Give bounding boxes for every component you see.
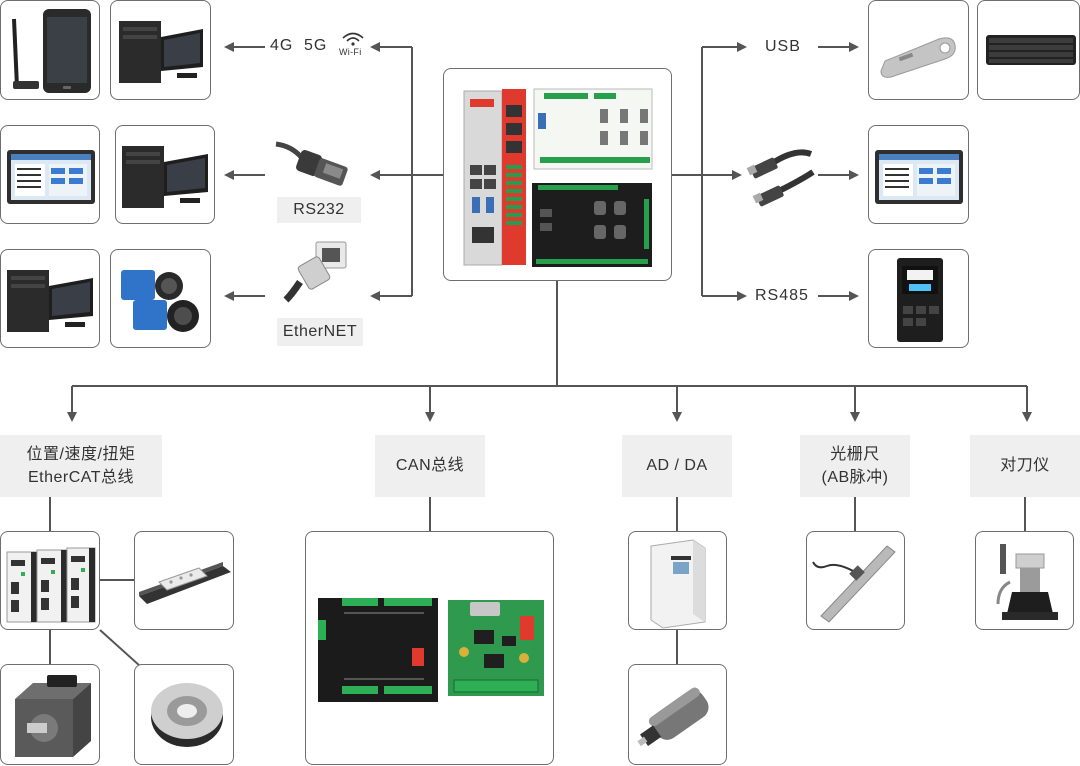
rs485-label: RS485 (755, 287, 809, 304)
hmi-touchscreen-icon (875, 150, 963, 204)
hmi-device-box (0, 125, 100, 224)
servo-drive-icon (6, 547, 96, 623)
grating-label-line2: (AB脉冲) (821, 469, 889, 486)
dd-motor-icon (151, 683, 223, 747)
desktop-pc-icon (119, 21, 203, 83)
ethercat-label-line1: 位置/速度/扭矩 (26, 445, 136, 463)
can-label: CAN总线 (375, 435, 485, 497)
phone-device-box (0, 0, 100, 100)
grating-label: 光栅尺 (AB脉冲) (800, 435, 910, 497)
pc-device-box (115, 125, 215, 224)
servo-drive-box (0, 531, 100, 630)
desktop-pc-icon (7, 270, 93, 332)
motion-controller-icon (463, 88, 653, 267)
temp-controller-box (868, 249, 969, 348)
pc-device-box (110, 0, 211, 100)
pc-device-box (0, 249, 100, 348)
keyboard-box (977, 0, 1080, 100)
tool-setter-label: 对刀仪 (970, 435, 1080, 497)
tool-setter-box (975, 531, 1074, 630)
servo-motor-box (0, 664, 100, 765)
rs232-cable-icon (275, 141, 348, 186)
linear-module-icon (139, 562, 231, 604)
vfd-box (628, 531, 727, 630)
spindle-motor-icon (637, 687, 709, 747)
tool-setter-icon (996, 544, 1058, 620)
vfd-inverter-icon (650, 539, 706, 629)
usb-drive-box (868, 0, 969, 100)
can-board-icon (448, 600, 544, 696)
rs232-label: RS232 (277, 197, 361, 223)
adda-label: AD / DA (622, 435, 732, 497)
servo-motor-icon (15, 675, 91, 757)
wifi-icon (342, 32, 364, 46)
hmi-touchscreen-icon (7, 150, 95, 204)
keyboard-icon (986, 35, 1076, 65)
hmi-device-box (868, 125, 969, 224)
link-5g: 5G (304, 37, 328, 54)
ethernet-cable-icon (283, 241, 347, 303)
ethercat-label-line2: EtherCAT总线 (27, 469, 135, 486)
ethercat-label: 位置/速度/扭矩 EtherCAT总线 (0, 435, 162, 497)
ethernet-label: EtherNET (277, 318, 363, 346)
usb-flash-drive-icon (880, 37, 956, 78)
desktop-pc-icon (122, 146, 208, 208)
io-module-icon (318, 598, 438, 702)
hdmi-cable-icon (746, 149, 815, 207)
temperature-controller-icon (897, 258, 943, 342)
motion-controller-box (443, 68, 672, 281)
camera-device-box (110, 249, 211, 348)
grating-label-line1: 光栅尺 (830, 445, 880, 463)
dd-motor-box (134, 664, 234, 765)
phone-icon (12, 9, 91, 93)
usb-label: USB (765, 38, 801, 55)
link-wifi: Wi-Fi (339, 47, 362, 57)
grating-box (806, 531, 905, 630)
spindle-box (628, 664, 727, 765)
can-modules-box (305, 531, 554, 765)
linear-module-box (134, 531, 234, 630)
industrial-camera-icon (121, 270, 199, 332)
link-4g: 4G (270, 37, 294, 54)
grating-scale-icon (812, 545, 896, 623)
